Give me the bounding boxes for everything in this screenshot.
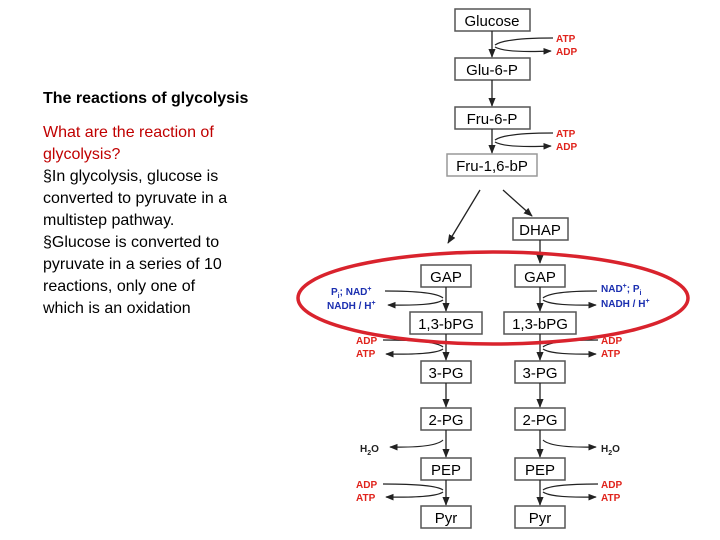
adp-label-right-2: ADP	[601, 480, 622, 491]
box-pyr-left: Pyr	[420, 505, 472, 529]
adp-label-left-2: ADP	[356, 480, 377, 491]
atp-label-1: ATP	[556, 34, 576, 45]
label-glucose: Glucose	[464, 13, 519, 30]
box-gap-right: GAP	[514, 264, 566, 288]
h2o-left: H2O	[360, 444, 379, 457]
question-line-1: What are the reaction of	[43, 124, 214, 141]
nadh-left: NADH / H+	[327, 300, 376, 312]
atp-label-left-1: ATP	[356, 349, 376, 360]
h2o-right: H2O	[601, 444, 620, 457]
bullet-1-line-1: §In glycolysis, glucose is	[43, 168, 219, 185]
adp-label-1: ADP	[556, 47, 577, 58]
box-2pg-left: 2-PG	[420, 407, 472, 431]
box-gap-left: GAP	[420, 264, 472, 288]
slide-text-block: The reactions of glycolysis What are the…	[43, 88, 283, 320]
box-glu-6-p: Glu-6-P	[454, 57, 531, 81]
curve-atp-in-1	[494, 37, 554, 46]
curve-adp-out-2	[494, 141, 552, 150]
highlight-ellipse	[296, 250, 690, 346]
curve-atp-out-left-1	[385, 348, 444, 358]
label-pep-left: PEP	[431, 462, 461, 479]
curve-adp-in-left-2	[382, 483, 444, 491]
nad-pi-right: NAD+; Pi	[601, 283, 642, 297]
curve-nad-in-left	[384, 290, 444, 299]
box-3pg-right: 3-PG	[514, 360, 566, 384]
box-2pg-right: 2-PG	[514, 407, 566, 431]
label-bpg-left: 1,3-bPG	[418, 316, 474, 333]
atp-label-2: ATP	[556, 129, 576, 140]
curve-atp-out-right-1	[542, 348, 597, 358]
box-bpg-right: 1,3-bPG	[503, 311, 577, 335]
bullet-2-line-3: reactions, only one of	[43, 278, 196, 295]
box-pep-right: PEP	[514, 457, 566, 481]
slide-title: The reactions of glycolysis	[43, 90, 249, 107]
bullet-2-line-4: which is an oxidation	[43, 300, 191, 317]
box-3pg-left: 3-PG	[420, 360, 472, 384]
adp-label-left-1: ADP	[356, 336, 377, 347]
label-gap-left: GAP	[430, 269, 462, 286]
label-fru-6-p: Fru-6-P	[467, 111, 518, 128]
atp-label-right-2: ATP	[601, 493, 621, 504]
bullet-1-line-3: multistep pathway.	[43, 212, 175, 229]
adp-label-2: ADP	[556, 142, 577, 153]
curve-h2o-out-left	[389, 439, 444, 451]
curve-atp-in-2	[494, 132, 554, 141]
curve-nadh-out-right	[542, 299, 597, 309]
atp-label-left-2: ATP	[356, 493, 376, 504]
label-2pg-right: 2-PG	[522, 412, 557, 429]
curve-adp-out-1	[494, 46, 552, 55]
label-dhap: DHAP	[519, 222, 561, 239]
bullet-1-line-2: converted to pyruvate in a	[43, 190, 228, 207]
box-fru-1-6-bp: Fru-1,6-bP	[446, 153, 538, 177]
curve-nad-in-right	[542, 290, 598, 299]
arrow-f16bp-gap	[447, 189, 481, 244]
box-dhap: DHAP	[512, 217, 569, 241]
label-3pg-left: 3-PG	[428, 365, 463, 382]
nadh-right: NADH / H+	[601, 298, 650, 310]
label-2pg-left: 2-PG	[428, 412, 463, 429]
label-pep-right: PEP	[525, 462, 555, 479]
label-fru-1-6-bp: Fru-1,6-bP	[456, 158, 528, 175]
curve-atp-out-right-2	[542, 491, 597, 501]
label-bpg-right: 1,3-bPG	[512, 316, 568, 333]
label-pyr-right: Pyr	[529, 510, 552, 527]
bullet-2-line-1: §Glucose is converted to	[43, 234, 220, 251]
box-pep-left: PEP	[420, 457, 472, 481]
box-pyr-right: Pyr	[514, 505, 566, 529]
bullet-2-line-2: pyruvate in a series of 10	[43, 256, 222, 273]
atp-label-right-1: ATP	[601, 349, 621, 360]
curve-adp-in-right-2	[542, 483, 599, 491]
question-line-2: glycolysis?	[43, 146, 121, 163]
adp-label-right-1: ADP	[601, 336, 622, 347]
label-gap-right: GAP	[524, 269, 556, 286]
curve-atp-out-left-2	[385, 491, 444, 501]
curve-h2o-out-right	[542, 439, 597, 451]
curve-nadh-out-left	[387, 299, 444, 309]
label-glu-6-p: Glu-6-P	[466, 62, 518, 79]
box-bpg-left: 1,3-bPG	[409, 311, 483, 335]
pi-nad-left: Pi; NAD+	[331, 286, 372, 300]
label-pyr-left: Pyr	[435, 510, 458, 527]
box-glucose: Glucose	[454, 8, 531, 32]
label-3pg-right: 3-PG	[522, 365, 557, 382]
arrow-f16bp-dhap	[502, 189, 533, 217]
box-fru-6-p: Fru-6-P	[454, 106, 531, 130]
